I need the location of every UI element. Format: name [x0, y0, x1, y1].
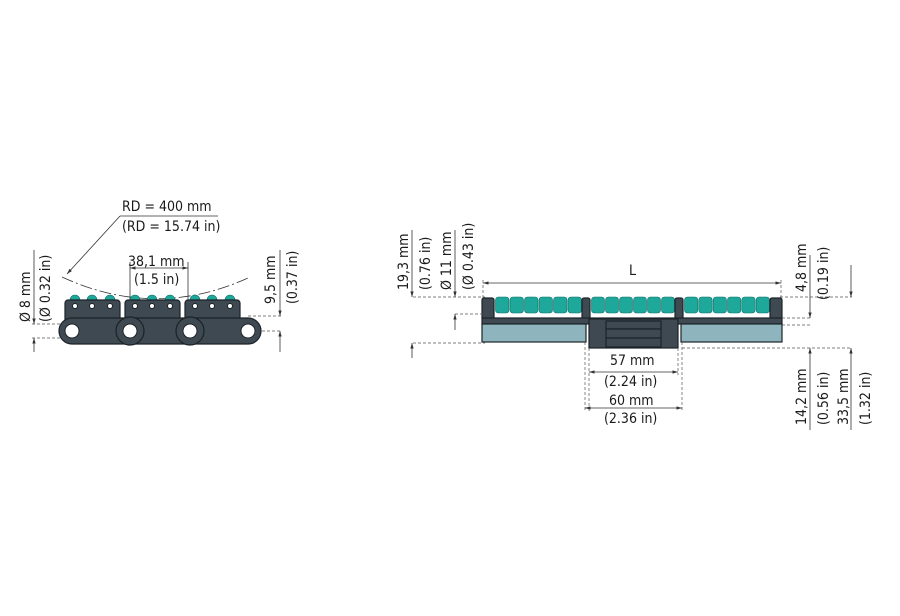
overall-top-in: (0.76 in)	[418, 237, 434, 290]
base-height-in: (0.56 in)	[816, 372, 832, 425]
radius-in: (RD = 15.74 in)	[122, 219, 220, 235]
chain-body	[481, 297, 783, 349]
roller	[619, 296, 633, 314]
pin-diameter-mm: Ø 8 mm	[18, 272, 34, 322]
total-height-mm: 33,5 mm	[836, 368, 852, 425]
protrusion-in: (0.19 in)	[816, 247, 832, 300]
roller	[647, 296, 661, 314]
roller	[567, 296, 582, 314]
overall-top-mm: 19,3 mm	[396, 233, 412, 290]
pin-diameter-in: (Ø 0.32 in)	[38, 255, 54, 322]
roller	[495, 296, 510, 314]
height-mm: 9,5 mm	[263, 255, 279, 304]
pitch-in: (1.5 in)	[134, 272, 179, 288]
base-right	[680, 323, 783, 343]
outer-width-mm: 60 mm	[609, 393, 654, 409]
rollers	[495, 296, 770, 314]
height-in: (0.37 in)	[285, 251, 301, 304]
roller	[661, 296, 675, 314]
roller-diameter-in: (Ø 0.43 in)	[461, 223, 477, 290]
roller	[633, 296, 647, 314]
roller	[727, 296, 742, 314]
base-height-mm: 14,2 mm	[794, 368, 810, 425]
inner-width-in: (2.24 in)	[604, 374, 657, 390]
roller	[741, 296, 756, 314]
cross-section-view: L 19,3 mm (0.76 in) Ø 11 mm (Ø 0.43 i	[396, 223, 874, 430]
side-view-chain: RD = 400 mm (RD = 15.74 in) 38,1 mm (1.5…	[18, 199, 301, 352]
total-height-in: (1.32 in)	[858, 372, 874, 425]
pitch-mm: 38,1 mm	[128, 254, 185, 270]
roller	[755, 296, 770, 314]
roller	[591, 296, 605, 314]
roller	[509, 296, 524, 314]
roller	[524, 296, 539, 314]
inner-width-mm: 57 mm	[610, 353, 655, 369]
roller	[712, 296, 727, 314]
radius-mm: RD = 400 mm	[122, 199, 212, 215]
length-label: L	[629, 263, 636, 279]
roller	[684, 296, 699, 314]
roller	[698, 296, 713, 314]
outer-width-in: (2.36 in)	[604, 411, 657, 427]
roller	[605, 296, 619, 314]
chain-links	[58, 294, 262, 346]
base-left	[481, 323, 587, 343]
protrusion-mm: 4,8 mm	[794, 243, 810, 292]
roller	[553, 296, 568, 314]
roller-diameter-mm: Ø 11 mm	[439, 232, 455, 290]
roller	[538, 296, 553, 314]
radius-leader	[66, 215, 121, 275]
